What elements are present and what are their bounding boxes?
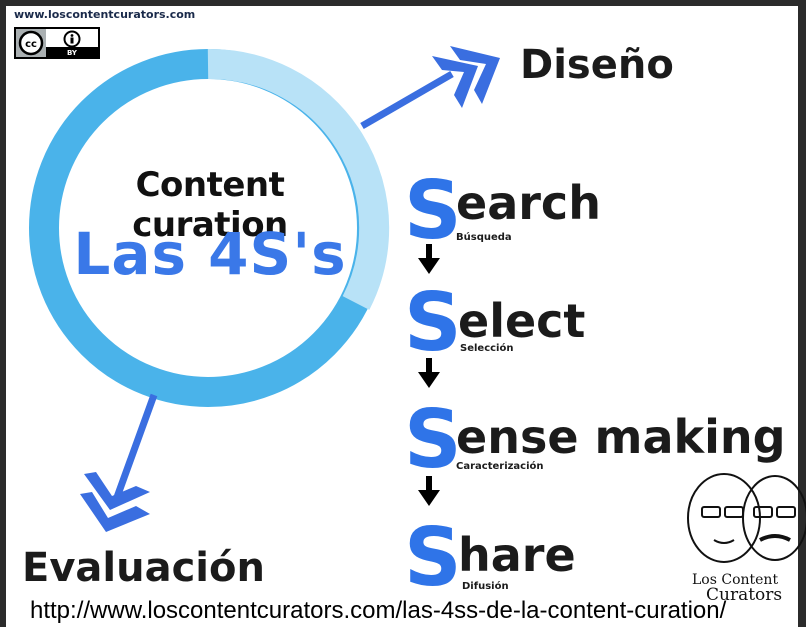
branch-label-evaluacion: Evaluación xyxy=(22,545,265,591)
down-arrow-icon-3 xyxy=(418,476,440,506)
chevron-icon-evaluacion-2 xyxy=(80,492,150,532)
creative-commons-badge: cc BY xyxy=(14,27,100,59)
window-frame-left xyxy=(0,0,6,627)
window-frame-right xyxy=(798,0,806,627)
step-search-caption: Búsqueda xyxy=(456,232,512,243)
footer-url: http://www.loscontentcurators.com/las-4s… xyxy=(30,597,727,624)
step-search-initial: S xyxy=(404,164,462,257)
ring-segment-light xyxy=(207,48,390,310)
chevron-icon-diseno-1 xyxy=(432,56,478,108)
step-select-initial: S xyxy=(404,276,462,369)
step-sense-making-label: ense making xyxy=(456,410,786,464)
content-curators-logo-icon xyxy=(687,473,806,563)
center-subtitle: Las 4S's xyxy=(73,220,347,288)
step-select-label: elect xyxy=(458,294,586,348)
logo-line2: Curators xyxy=(706,585,782,605)
arrow-line-diseno xyxy=(360,70,454,130)
down-arrow-icon-2 xyxy=(418,358,440,388)
window-frame-top xyxy=(0,0,806,6)
step-sense-making-caption: Caracterización xyxy=(456,461,544,472)
center-title: Content curation xyxy=(132,165,288,245)
logo-line1: Los Content xyxy=(692,572,778,588)
down-arrow-icon-1 xyxy=(418,244,440,274)
step-search-label: earch xyxy=(456,176,601,230)
step-sense-making-initial: S xyxy=(404,393,462,486)
branch-label-diseno: Diseño xyxy=(520,42,674,88)
cc-icon: cc BY xyxy=(16,29,98,57)
chevron-icon-evaluacion-1 xyxy=(84,472,150,510)
step-select-caption: Selección xyxy=(460,343,514,354)
site-url-text: www.loscontentcurators.com xyxy=(14,8,196,21)
license-badge-label: BY xyxy=(67,49,78,57)
svg-text:cc: cc xyxy=(25,39,37,50)
step-share-caption: Difusión xyxy=(462,581,509,592)
step-share-label: hare xyxy=(458,528,576,582)
arrow-line-evaluacion xyxy=(112,393,158,502)
step-share-initial: S xyxy=(404,511,462,604)
chevron-icon-diseno-2 xyxy=(450,46,500,104)
